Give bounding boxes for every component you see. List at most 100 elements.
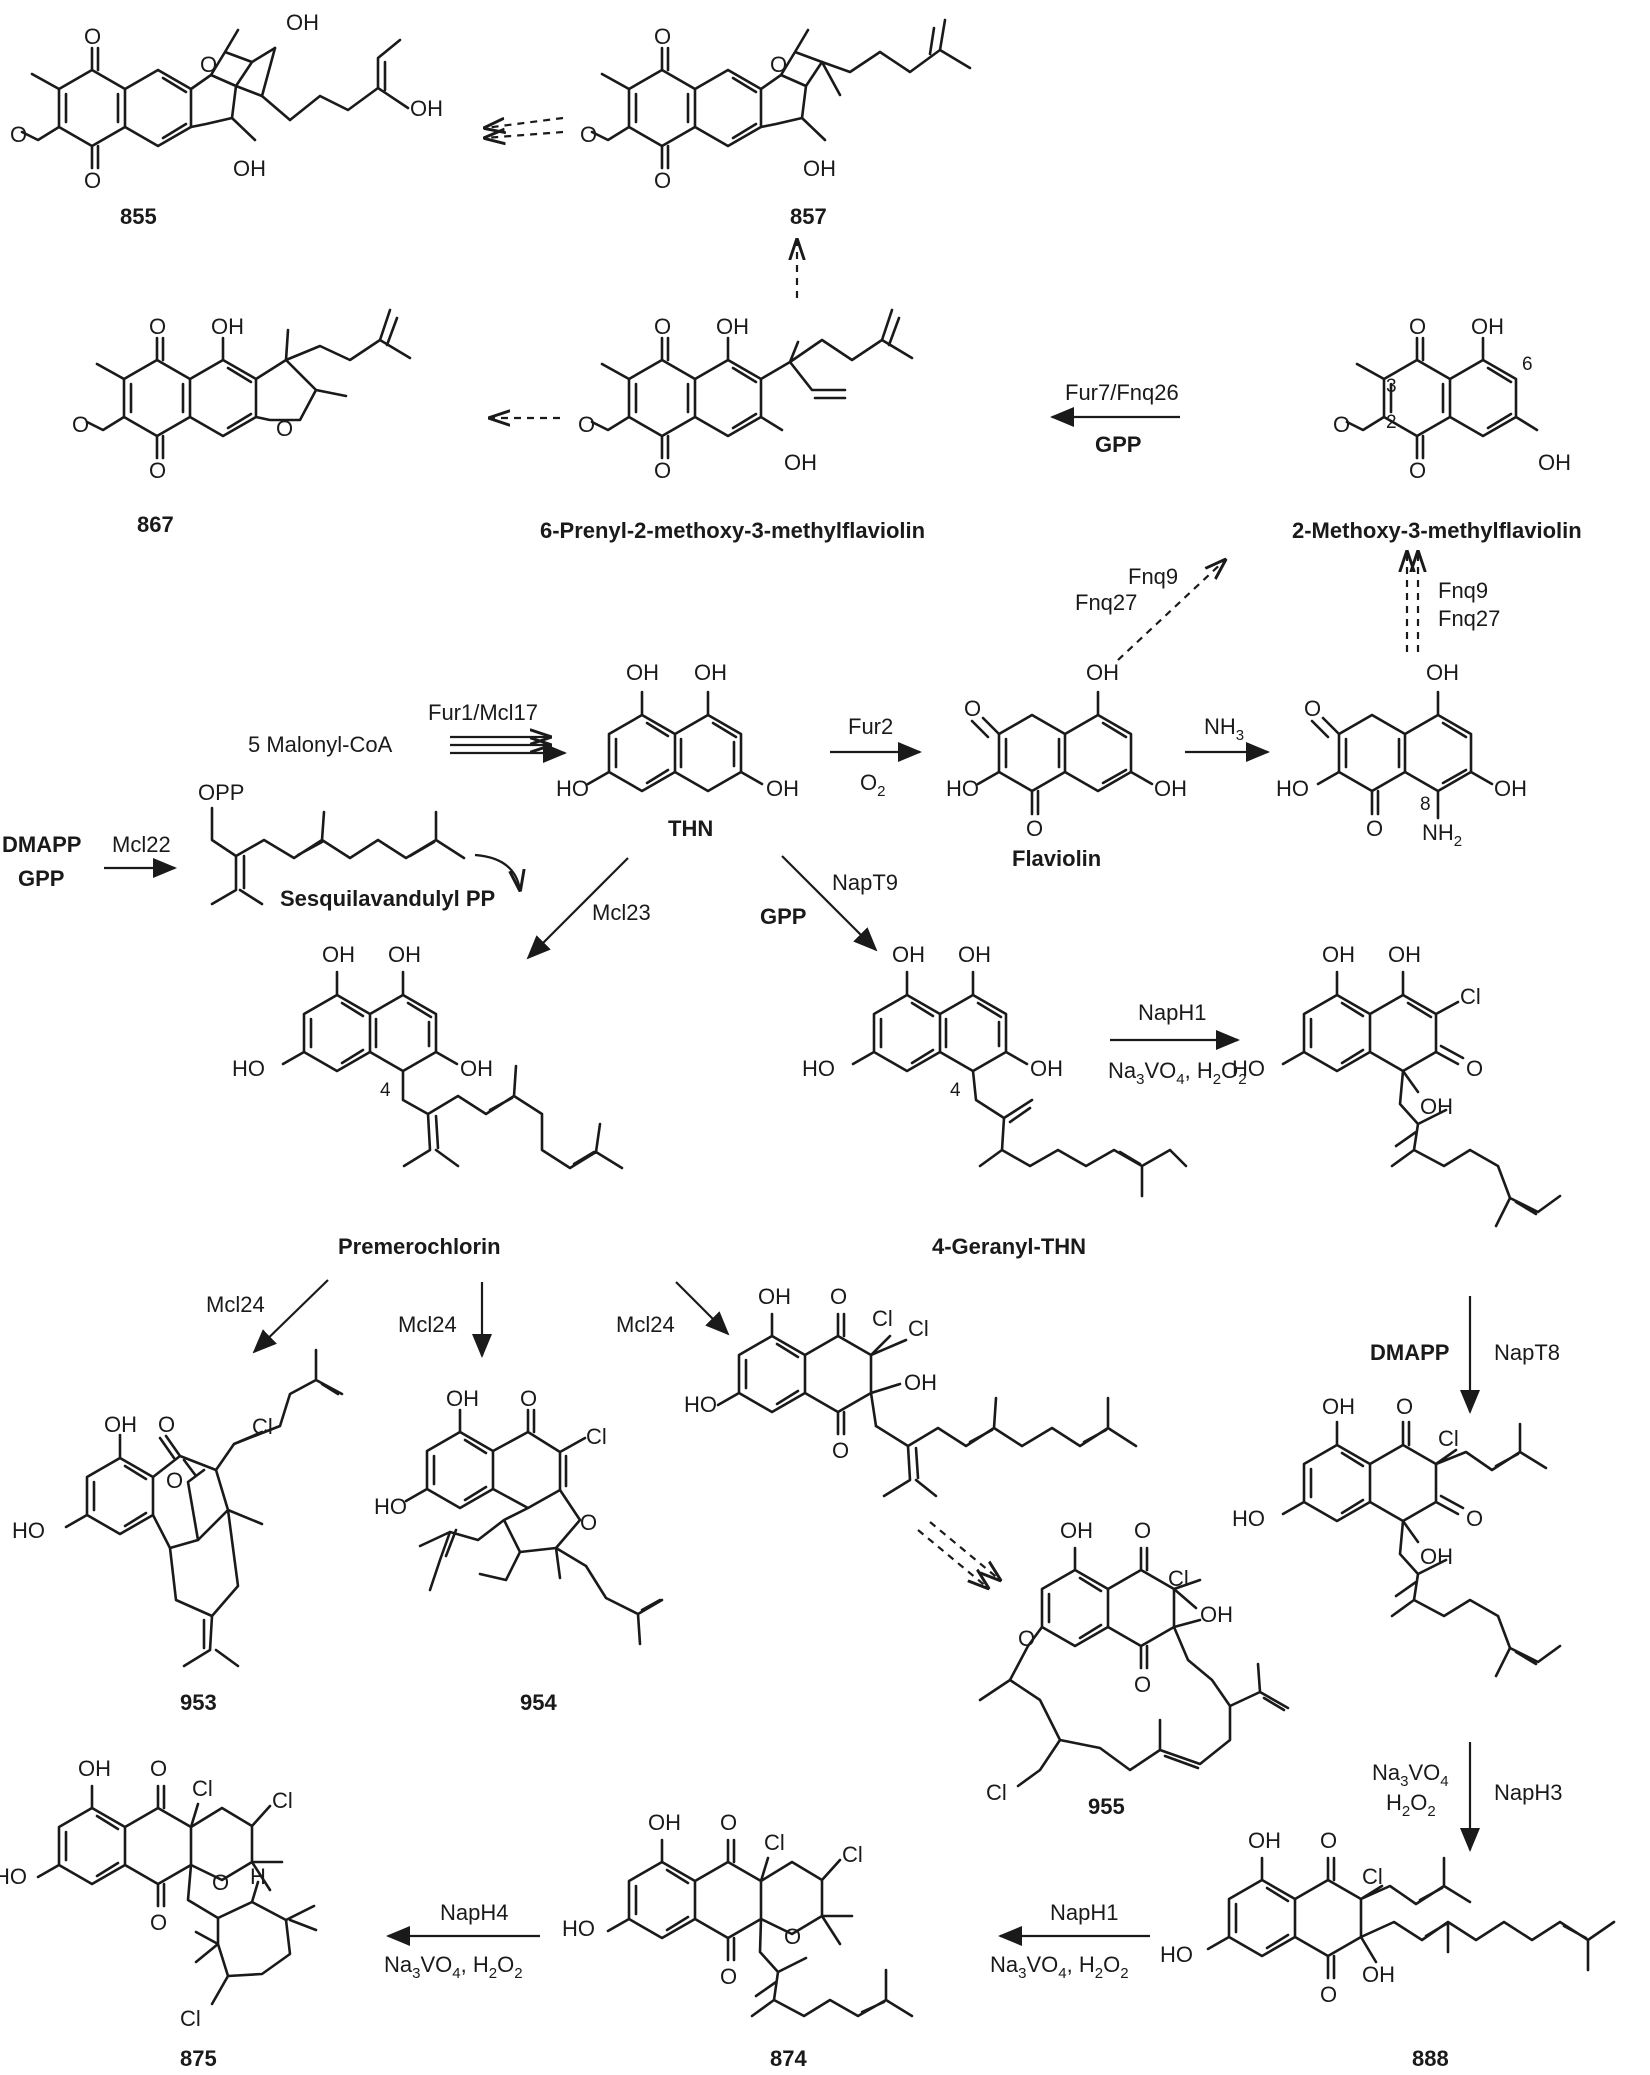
atom-875-oring: O xyxy=(212,1870,229,1895)
atom-prem-ho: HO xyxy=(232,1056,265,1081)
atom-thn-oh2: OH xyxy=(694,660,727,685)
atom-855-ome: O xyxy=(10,122,27,147)
atom-thn-oh3: OH xyxy=(766,776,799,801)
atom-888-cl: Cl xyxy=(1362,1864,1383,1889)
atom-953-o2: O xyxy=(166,1468,183,1493)
locant-6: 6 xyxy=(1522,354,1533,375)
reagent-na3vo4-a: Na3VO4, H2O2 xyxy=(1108,1058,1247,1088)
atom-857-ome: O xyxy=(580,122,597,147)
atom-methoxy-ome: O xyxy=(1333,412,1350,437)
atom-955-oh1: OH xyxy=(1060,1518,1093,1543)
atom-amino-nh2: NH2 xyxy=(1422,820,1462,850)
reagent-nh3: NH3 xyxy=(1204,714,1244,744)
atom-874-o2: O xyxy=(720,1964,737,1989)
reagent-gpp-start: GPP xyxy=(18,866,64,891)
label-954: 954 xyxy=(520,1690,557,1715)
structure-857 xyxy=(590,18,972,170)
atom-prem-oh2: OH xyxy=(388,942,421,967)
reagent-na3vo4-d: Na3VO4, H2O2 xyxy=(384,1952,523,1982)
reagent-fur1: Fur1/Mcl17 xyxy=(428,700,538,725)
atom-geranyl-oh1: OH xyxy=(892,942,925,967)
label-875: 875 xyxy=(180,2046,217,2071)
atom-954-oh: OH xyxy=(446,1386,479,1411)
atom-955-cl2: Cl xyxy=(986,1780,1007,1805)
atom-875-h: H xyxy=(250,1864,266,1889)
atom-857-o1: O xyxy=(654,24,671,49)
atom-855-o1: O xyxy=(84,24,101,49)
atom-855-o2: O xyxy=(84,168,101,193)
atom-955-cl: Cl xyxy=(1168,1566,1189,1591)
arrow-flaviolin-to-methoxy xyxy=(1117,560,1225,661)
atom-flav-oh2: OH xyxy=(1154,776,1187,801)
atom-prem-oh3: OH xyxy=(460,1056,493,1081)
atom-953-o1: O xyxy=(158,1412,175,1437)
atom-888-o1: O xyxy=(1320,1828,1337,1853)
atom-methoxy-oh2: OH xyxy=(1538,450,1571,475)
structure-premerochlorin xyxy=(281,970,624,1170)
atom-dichloro-o2: O xyxy=(832,1438,849,1463)
atom-chloro-o: O xyxy=(1466,1056,1483,1081)
structure-chloro-intermediate xyxy=(1281,970,1562,1228)
atom-flav-o1: O xyxy=(964,696,981,721)
atom-amino-ho: HO xyxy=(1276,776,1309,801)
atom-methoxy-oh1: OH xyxy=(1471,314,1504,339)
structure-methoxy-flaviolin xyxy=(1345,336,1539,460)
atom-874-cl2: Cl xyxy=(842,1842,863,1867)
arrow-prem-to-dichloro xyxy=(675,1281,730,1336)
atom-amino-oh2: OH xyxy=(1494,776,1527,801)
atom-953-ho: HO xyxy=(12,1518,45,1543)
atom-955-o1: O xyxy=(1134,1518,1151,1543)
atom-953-oh: OH xyxy=(104,1412,137,1437)
atom-888-oh1: OH xyxy=(1248,1828,1281,1853)
atom-napt8-oh2: OH xyxy=(1420,1544,1453,1569)
atom-dichloro-oh1: OH xyxy=(758,1284,791,1309)
structure-867 xyxy=(85,308,412,460)
locant-3: 3 xyxy=(1386,376,1397,397)
atom-855-oh3: OH xyxy=(410,96,443,121)
atom-flav-o2: O xyxy=(1026,816,1043,841)
reagent-fnq27-a: Fnq27 xyxy=(1075,590,1137,615)
reagent-gpp-fur7: GPP xyxy=(1095,432,1141,457)
atom-855-oring: O xyxy=(200,52,217,77)
atom-874-oring: O xyxy=(784,1924,801,1949)
reagent-napt9: NapT9 xyxy=(832,870,898,895)
atom-dichloro-o1: O xyxy=(830,1284,847,1309)
reagent-mcl24-a: Mcl24 xyxy=(206,1292,265,1317)
atom-geranyl-ho: HO xyxy=(802,1056,835,1081)
atom-amino-o2: O xyxy=(1366,816,1383,841)
structure-flaviolin xyxy=(970,690,1154,816)
atom-875-ho: HO xyxy=(0,1864,27,1889)
atom-874-cl1: Cl xyxy=(764,1830,785,1855)
atom-953-cl: Cl xyxy=(252,1414,273,1439)
atom-954-oring: O xyxy=(580,1510,597,1535)
reagent-mcl22: Mcl22 xyxy=(112,832,171,857)
arrow-dichloro-to-955-b xyxy=(929,1521,1000,1580)
atom-875-cl3: Cl xyxy=(180,2006,201,2031)
atom-875-cl1: Cl xyxy=(192,1776,213,1801)
reagent-fnq9-a: Fnq9 xyxy=(1128,564,1178,589)
atom-888-oh2: OH xyxy=(1362,1962,1395,1987)
atom-855-oh2: OH xyxy=(233,156,266,181)
reagent-na3vo4-c: Na3VO4 xyxy=(1372,1760,1449,1790)
atom-prenyl-oh2: OH xyxy=(784,450,817,475)
atom-geranyl-oh3: OH xyxy=(1030,1056,1063,1081)
atom-chloro-ho: HO xyxy=(1232,1056,1265,1081)
atom-napt8-ho: HO xyxy=(1232,1506,1265,1531)
structure-4-geranyl-thn xyxy=(851,970,1188,1198)
atom-napt8-cl: Cl xyxy=(1438,1426,1459,1451)
atom-955-oh2: OH xyxy=(1200,1602,1233,1627)
atom-flav-oh1: OH xyxy=(1086,660,1119,685)
reagent-gpp-napt9: GPP xyxy=(760,904,806,929)
atom-dichloro-oh2: OH xyxy=(904,1370,937,1395)
atom-flav-ho: HO xyxy=(946,776,979,801)
label-874: 874 xyxy=(770,2046,807,2071)
atom-chloro-oh3: OH xyxy=(1420,1094,1453,1119)
atom-954-o1: O xyxy=(520,1386,537,1411)
label-888: 888 xyxy=(1412,2046,1449,2071)
arrow-857-to-855 xyxy=(485,118,564,128)
structure-thn xyxy=(586,690,764,793)
atom-955-oether: O xyxy=(1018,1626,1035,1651)
atom-867-o1: O xyxy=(149,314,166,339)
atom-prenyl-o1: O xyxy=(654,314,671,339)
